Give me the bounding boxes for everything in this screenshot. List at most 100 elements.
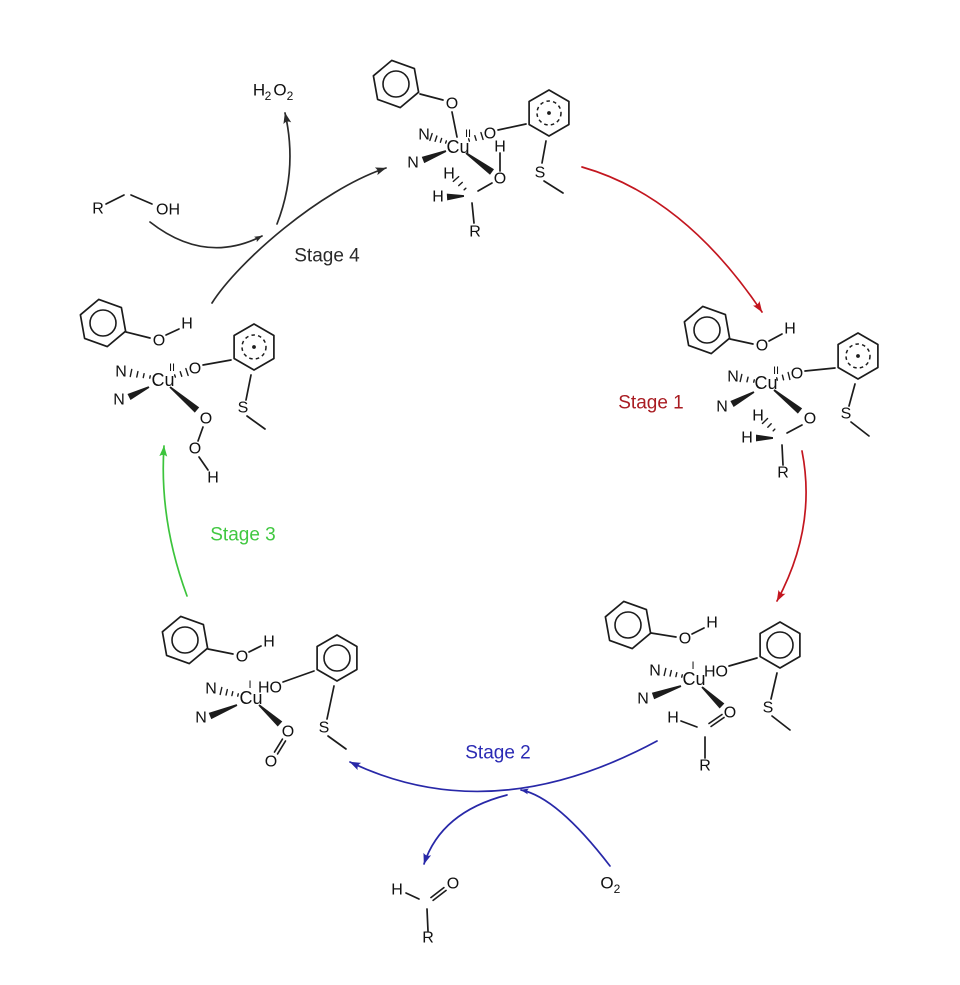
atom-label-O: O xyxy=(273,81,286,100)
atom-label-H: H xyxy=(667,710,679,727)
atom-label-H: H xyxy=(494,139,506,156)
atom-label-H: H xyxy=(263,634,275,651)
benzene-ring xyxy=(604,600,652,650)
atom-label-R: R xyxy=(469,224,481,241)
radical-dot xyxy=(547,111,551,115)
atom-label-N: N xyxy=(649,663,661,680)
atom-label-H: H xyxy=(432,189,444,206)
benzene-ring xyxy=(759,621,801,669)
atom-label-O: O xyxy=(189,441,201,458)
stage-4-label: Stage 4 xyxy=(294,246,360,267)
radical-phenoxyl-ring xyxy=(528,89,570,137)
atom-label-R: R xyxy=(699,758,711,775)
atom-label-H: H xyxy=(784,321,796,338)
atom-label-O: O xyxy=(153,333,165,350)
atom-label-Cu: Cu xyxy=(151,370,174,390)
stage1-arrow-a xyxy=(581,166,763,313)
atom-label-II: II xyxy=(773,365,779,377)
atom-label-O: O xyxy=(282,724,294,741)
atom-label-N: N xyxy=(727,369,739,386)
atom-label-O: O xyxy=(265,754,277,771)
stage1-arrow-b xyxy=(776,450,807,602)
atom-label-2: 2 xyxy=(614,882,621,896)
aldehyde-out-arrow xyxy=(423,794,508,865)
substrate-alcohol: R OH xyxy=(92,194,180,219)
product-aldehyde: H O R xyxy=(391,876,459,947)
stage-labels: Stage 1 Stage 2 Stage 3 Stage 4 xyxy=(210,246,684,764)
benzene-ring xyxy=(316,634,358,682)
atom-label-O: O xyxy=(600,874,613,893)
atom-label-O: O xyxy=(724,705,736,722)
atom-label-OH: OH xyxy=(156,202,180,219)
atom-label-H: H xyxy=(706,615,718,632)
radical-phenoxyl-ring xyxy=(233,323,275,371)
atom-label-HO: HO xyxy=(258,680,282,697)
atom-label-O: O xyxy=(804,411,816,428)
atom-label-2: 2 xyxy=(265,89,272,103)
atom-label-S: S xyxy=(319,720,330,737)
atom-label-N: N xyxy=(113,392,125,409)
atom-label-H: H xyxy=(253,81,265,100)
atom-label-II: II xyxy=(465,128,471,140)
substrate-in-arrow xyxy=(149,221,263,249)
atom-label-Cu: Cu xyxy=(239,688,262,708)
atom-label-N: N xyxy=(195,710,207,727)
atom-label-O: O xyxy=(446,96,458,113)
atom-label-O: O xyxy=(679,631,691,648)
atom-label-O: O xyxy=(791,366,803,383)
atom-label-N: N xyxy=(407,155,419,172)
atom-label-Cu: Cu xyxy=(682,669,705,689)
radical-dot xyxy=(252,345,256,349)
atom-label-Cu: Cu xyxy=(754,373,777,393)
atom-label-O: O xyxy=(236,649,248,666)
stage-3-label: Stage 3 xyxy=(210,525,276,546)
atom-label-O: O xyxy=(494,171,506,188)
atom-label-H: H xyxy=(207,470,219,487)
benzene-ring xyxy=(683,305,731,355)
atom-label-O: O xyxy=(484,126,496,143)
atom-label-2: 2 xyxy=(287,89,294,103)
atom-label-H: H xyxy=(181,316,193,333)
atom-label-N: N xyxy=(205,681,217,698)
atom-label-II: II xyxy=(169,362,175,374)
atom-label-S: S xyxy=(238,400,249,417)
atom-label-O: O xyxy=(200,411,212,428)
cycle-arrows xyxy=(149,112,807,867)
atom-label-I: I xyxy=(248,679,251,691)
stage-1-label: Stage 1 xyxy=(618,393,684,414)
stage4-arrow xyxy=(211,167,387,304)
atom-label-I: I xyxy=(691,660,694,672)
atom-label-R: R xyxy=(92,201,104,218)
benzene-ring xyxy=(79,298,127,348)
benzene-ring xyxy=(161,615,209,665)
atom-label-R: R xyxy=(422,930,434,947)
radical-dot xyxy=(856,354,860,358)
benzene-ring xyxy=(372,59,420,109)
atom-label-N: N xyxy=(115,364,127,381)
atom-label-S: S xyxy=(535,165,546,182)
atom-label-N: N xyxy=(716,399,728,416)
o2-in-arrow xyxy=(520,788,611,867)
atom-label-O: O xyxy=(756,338,768,355)
atom-label-O: O xyxy=(447,876,459,893)
atom-label-HO: HO xyxy=(704,664,728,681)
stage2-arrow xyxy=(349,740,658,793)
atom-label-O: O xyxy=(189,361,201,378)
atom-label-H: H xyxy=(391,882,403,899)
atom-label-S: S xyxy=(841,406,852,423)
atom-label-H: H xyxy=(752,408,764,425)
atom-label-N: N xyxy=(418,127,430,144)
atom-label-Cu: Cu xyxy=(446,137,469,157)
stage3-arrow xyxy=(159,445,188,597)
stage-2-label: Stage 2 xyxy=(465,743,531,764)
atom-label-R: R xyxy=(777,465,789,482)
atom-label-N: N xyxy=(637,691,649,708)
